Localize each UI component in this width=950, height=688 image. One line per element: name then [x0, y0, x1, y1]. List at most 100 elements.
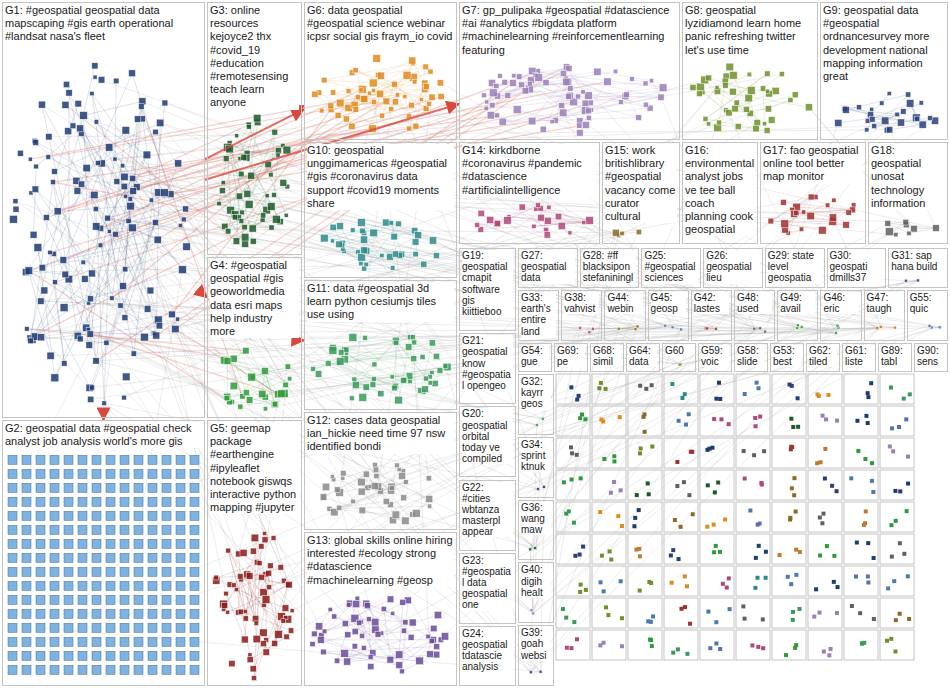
vertex-icon	[34, 164, 39, 169]
mini-group-cell	[592, 374, 626, 404]
mini-group-cell	[592, 534, 626, 564]
vertex-icon	[578, 590, 582, 594]
vertex-icon	[140, 333, 148, 341]
vertex-square	[36, 581, 45, 590]
vertex-icon	[408, 379, 412, 383]
vertex-square	[176, 623, 185, 632]
vertex-tie	[112, 107, 141, 299]
vertex-tie	[517, 110, 579, 126]
vertex-square	[148, 623, 157, 632]
vertex-square	[92, 595, 101, 604]
vertex-icon	[161, 189, 169, 197]
vertex-icon	[272, 193, 277, 198]
vertex-icon	[95, 161, 100, 166]
vertex-square	[50, 483, 59, 492]
vertex-icon	[217, 201, 221, 205]
vertex-square	[190, 539, 199, 548]
vertex-tie	[33, 273, 92, 340]
vertex-icon	[152, 220, 158, 226]
vertex-tie	[729, 95, 795, 113]
vertex-icon	[334, 658, 339, 663]
vertex-square	[92, 511, 101, 520]
vertex-icon	[352, 628, 358, 634]
vertex-square	[120, 637, 129, 646]
vertex-square	[8, 637, 17, 646]
vertex-icon	[219, 188, 225, 194]
vertex-icon	[358, 478, 366, 486]
vertex-icon	[371, 88, 375, 92]
vertex-tie	[338, 72, 430, 116]
mini-group-cell	[628, 406, 662, 436]
vertex-icon	[253, 114, 261, 122]
vertex-square	[134, 553, 143, 562]
vertex-icon	[272, 402, 277, 407]
vertex-icon	[240, 210, 245, 215]
vertex-icon	[247, 657, 253, 663]
vertex-tie	[234, 585, 282, 616]
vertex-square	[120, 469, 129, 478]
vertex-icon	[901, 109, 906, 114]
vertex-icon	[885, 228, 893, 236]
vertex-icon	[938, 326, 941, 329]
vertex-icon	[513, 106, 521, 114]
vertex-tie	[33, 155, 147, 340]
vertex-icon	[322, 629, 327, 634]
vertex-icon	[330, 224, 336, 230]
vertex-icon	[532, 224, 536, 228]
vertex-square	[50, 553, 59, 562]
vertex-icon	[126, 218, 131, 223]
vertex-square	[8, 469, 17, 478]
vertex-icon	[612, 229, 619, 236]
vertex-icon	[139, 104, 145, 110]
vertex-square	[162, 609, 171, 618]
vertex-icon	[349, 333, 357, 341]
vertex-square	[162, 469, 171, 478]
vertex-icon	[881, 117, 888, 124]
vertex-icon	[540, 126, 546, 132]
vertex-square	[50, 637, 59, 646]
vertex-icon	[92, 63, 98, 69]
vertex-square	[22, 609, 31, 618]
vertex-icon	[846, 210, 851, 215]
group-tie	[41, 337, 321, 635]
vertex-icon	[413, 509, 421, 517]
vertex-tie	[906, 280, 918, 281]
vertex-icon	[487, 216, 494, 223]
vertex-icon	[342, 621, 348, 627]
vertex-icon	[390, 375, 394, 379]
vertex-icon	[895, 112, 900, 117]
vertex-icon	[260, 589, 267, 596]
vertex-square	[92, 553, 101, 562]
vertex-square	[22, 539, 31, 548]
vertex-tie	[362, 492, 393, 521]
vertex-icon	[245, 200, 253, 208]
vertex-tie	[116, 155, 147, 234]
vertex-icon	[373, 55, 381, 63]
vertex-tie	[343, 473, 429, 499]
vertex-square	[22, 665, 31, 674]
vertex-square	[176, 525, 185, 534]
vertex-icon	[584, 588, 588, 592]
vertex-tie	[101, 209, 186, 228]
vertex-square	[50, 595, 59, 604]
vertex-icon	[257, 561, 262, 566]
vertex-icon	[759, 327, 762, 330]
vertex-icon	[87, 296, 93, 302]
vertex-icon	[412, 79, 417, 84]
vertex-tie	[239, 554, 293, 611]
vertex-tie	[234, 538, 274, 585]
vertex-icon	[33, 140, 39, 146]
vertex-square	[50, 455, 59, 464]
vertex-tie	[230, 149, 264, 215]
vertex-icon	[547, 205, 551, 209]
vertex-icon	[697, 91, 703, 97]
vertex-icon	[98, 243, 103, 248]
vertex-tie	[339, 482, 406, 508]
vertex-icon	[269, 225, 274, 230]
vertex-icon	[616, 514, 620, 518]
vertex-tie	[55, 234, 116, 378]
vertex-tie	[364, 267, 392, 269]
vertex-icon	[94, 119, 99, 124]
vertex-icon	[62, 271, 69, 278]
vertex-icon	[325, 360, 331, 366]
